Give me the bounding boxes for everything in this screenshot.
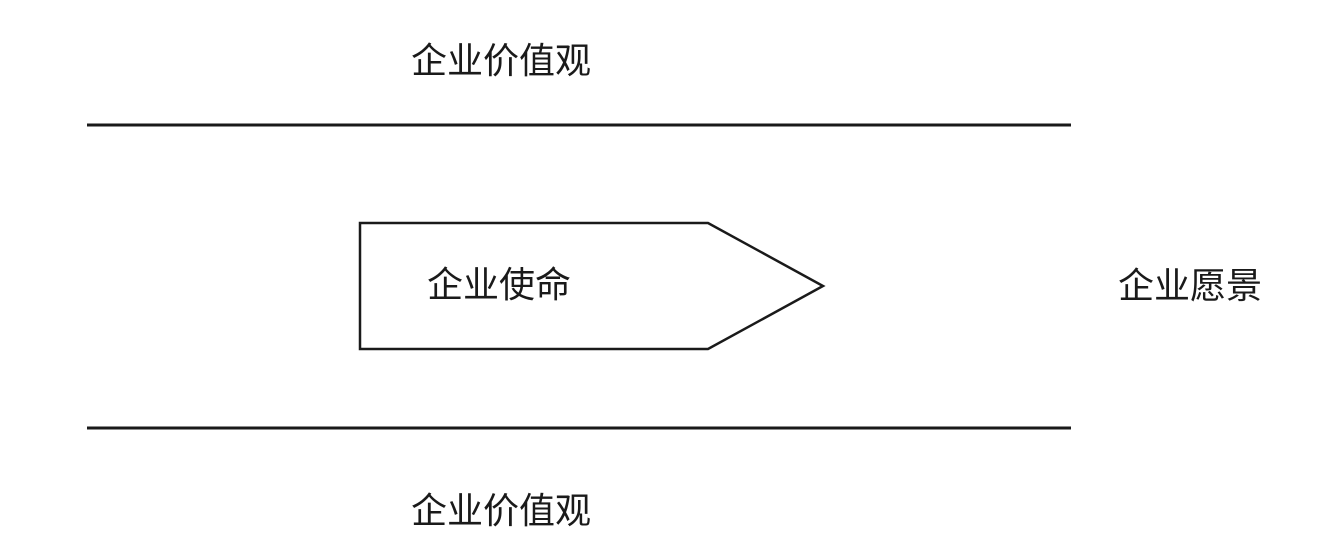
bottom-values-label: 企业价值观 bbox=[411, 491, 592, 532]
mission-label: 企业使命 bbox=[427, 265, 572, 306]
top-values-label: 企业价值观 bbox=[411, 41, 592, 82]
mission-arrow-shape bbox=[358, 221, 826, 351]
vision-label: 企业愿景 bbox=[1118, 266, 1263, 307]
